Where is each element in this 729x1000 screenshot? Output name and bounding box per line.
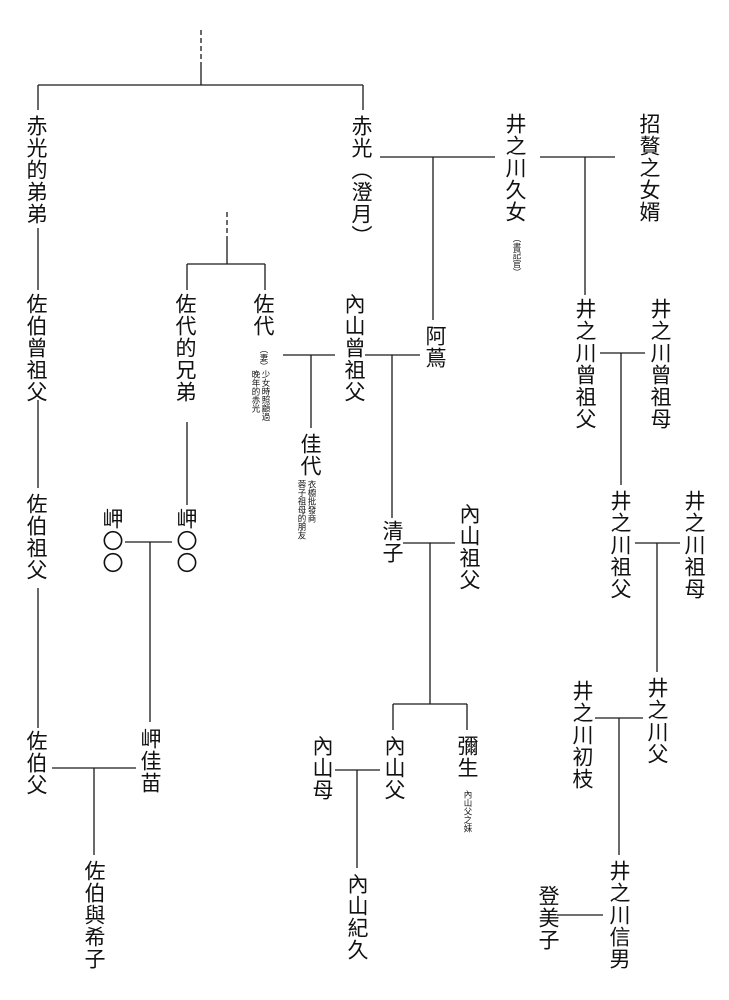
person-uchiyama-noriko: 內山紀久 bbox=[345, 873, 369, 961]
person-inokawa-father: 井之川父 bbox=[645, 677, 669, 765]
sayo-note-line-1: 少女時照顧過 bbox=[260, 370, 270, 421]
person-uchiyama-great-grandfather: 內山曾祖父 bbox=[342, 293, 366, 403]
sayo-note: 少女時照顧過 晚年的赤光 bbox=[250, 370, 270, 440]
person-aman: 阿蔦 bbox=[423, 325, 447, 369]
kayo-note: 衣櫥批發商 蓉子祖母的朋友 bbox=[296, 480, 316, 558]
person-saeki-great-grandfather: 佐伯曾祖父 bbox=[24, 293, 48, 403]
person-akamitsu: 赤光（澄月） bbox=[349, 115, 373, 247]
person-akamitsu-younger-brother: 赤光的弟弟 bbox=[24, 115, 48, 225]
person-misaki-a: 岬〇〇 bbox=[100, 508, 124, 574]
person-yayoi: 彌生 bbox=[455, 735, 479, 779]
person-inokawa-nobuo: 井之川信男 bbox=[607, 860, 631, 970]
person-inokawa-hisame: 井之川久女 bbox=[503, 113, 527, 223]
kayo-note-line-1: 衣櫥批發商 bbox=[306, 480, 316, 523]
person-inokawa-great-grandfather: 井之川曾祖父 bbox=[573, 298, 597, 430]
person-adopted-son-in-law: 招贅之女婿 bbox=[637, 113, 661, 223]
person-inokawa-hatsue: 井之川初枝 bbox=[570, 680, 594, 790]
yayoi-note: 內山父之妹 bbox=[462, 790, 472, 833]
person-misaki-kanae: 岬佳苗 bbox=[138, 728, 162, 794]
person-tomiko: 登美子 bbox=[536, 885, 560, 951]
person-saeki-father: 佐伯父 bbox=[24, 730, 48, 796]
person-kayo: 佳代 bbox=[298, 433, 322, 477]
person-sayo-younger-brother: 佐代的兄弟 bbox=[173, 293, 197, 403]
person-uchiyama-grandfather: 內山祖父 bbox=[457, 503, 481, 591]
inokawa-hisame-note: （書記官） bbox=[511, 234, 521, 277]
person-uchiyama-father: 內山父 bbox=[382, 735, 406, 801]
person-inokawa-great-grandmother: 井之川曾祖母 bbox=[648, 298, 672, 430]
kayo-note-line-2: 蓉子祖母的朋友 bbox=[296, 480, 306, 540]
person-inokawa-grandmother: 井之川祖母 bbox=[682, 490, 706, 600]
sayo-note-line-2: 晚年的赤光 bbox=[250, 370, 260, 413]
sayo-role: （妻） bbox=[258, 345, 268, 371]
person-saeki-yukiko: 佐伯與希子 bbox=[82, 860, 106, 970]
person-misaki-b: 岬〇〇 bbox=[174, 508, 198, 574]
person-uchiyama-mother: 內山母 bbox=[310, 735, 334, 801]
person-kiyoko: 清子 bbox=[380, 520, 404, 564]
person-inokawa-grandfather: 井之川祖父 bbox=[608, 490, 632, 600]
person-saeki-grandfather: 佐伯祖父 bbox=[24, 493, 48, 581]
person-sayo: 佐代 bbox=[251, 293, 275, 337]
